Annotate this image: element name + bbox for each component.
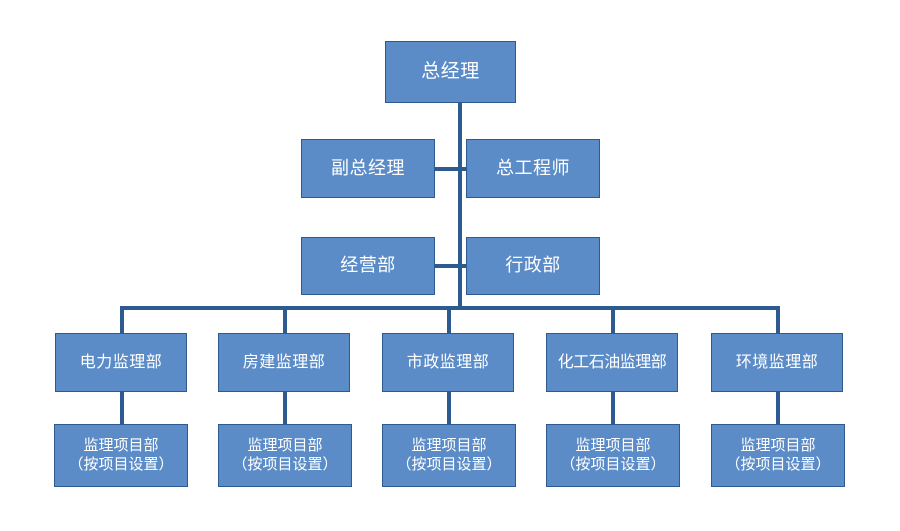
- node-building-supervision-department[interactable]: 房建监理部: [218, 333, 350, 392]
- node-municipal-supervision-department[interactable]: 市政监理部: [382, 333, 514, 392]
- connector-drop-environmental: [776, 306, 780, 333]
- node-label: 房建监理部: [242, 353, 326, 371]
- node-label: 总经理: [421, 61, 480, 83]
- connector-building-to-project: [283, 392, 287, 425]
- node-label: 电力监理部: [79, 353, 163, 371]
- node-label: 总工程师: [496, 157, 570, 178]
- connector-drop-building: [283, 306, 287, 333]
- node-label: 副总经理: [331, 157, 405, 178]
- node-label: 行政部: [505, 255, 561, 276]
- node-project-dept-4[interactable]: 监理项目部 （按项目设置）: [546, 424, 680, 487]
- node-label-line1: 监理项目部: [411, 437, 487, 455]
- connector-municipal-to-project: [447, 392, 451, 425]
- connector-chemical-to-project: [611, 392, 615, 425]
- node-project-dept-3[interactable]: 监理项目部 （按项目设置）: [382, 424, 516, 487]
- node-environmental-supervision-department[interactable]: 环境监理部: [711, 333, 843, 392]
- node-project-dept-5[interactable]: 监理项目部 （按项目设置）: [711, 424, 845, 487]
- node-power-supervision-department[interactable]: 电力监理部: [55, 333, 187, 392]
- connector-drop-chemical: [611, 306, 615, 333]
- node-label-line1: 监理项目部: [247, 437, 323, 455]
- node-label: 经营部: [340, 255, 396, 276]
- node-label: 市政监理部: [406, 353, 490, 371]
- node-label-line1: 监理项目部: [575, 437, 651, 455]
- node-project-dept-1[interactable]: 监理项目部 （按项目设置）: [54, 424, 188, 487]
- node-label-line2: （按项目设置）: [725, 455, 831, 473]
- node-label-line1: 监理项目部: [740, 437, 816, 455]
- node-label-line2: （按项目设置）: [560, 455, 666, 473]
- node-administration-department[interactable]: 行政部: [466, 237, 600, 295]
- connector-drop-power: [120, 306, 124, 333]
- connector-drop-municipal: [447, 306, 451, 333]
- node-chief-engineer[interactable]: 总工程师: [466, 139, 600, 198]
- node-operations-department[interactable]: 经营部: [301, 237, 435, 295]
- connector-environmental-to-project: [776, 392, 780, 425]
- connector-power-to-project: [120, 392, 124, 425]
- connector-trunk-main: [458, 103, 462, 310]
- node-label: 化工石油监理部: [557, 353, 667, 371]
- node-general-manager[interactable]: 总经理: [385, 41, 516, 103]
- node-label-line2: （按项目设置）: [232, 455, 338, 473]
- node-deputy-general-manager[interactable]: 副总经理: [301, 139, 435, 198]
- connector-stub-deputy-gm: [435, 167, 460, 171]
- node-label: 环境监理部: [735, 353, 819, 371]
- connector-stub-operations: [435, 264, 460, 268]
- node-label-line2: （按项目设置）: [396, 455, 502, 473]
- node-label-line1: 监理项目部: [83, 437, 159, 455]
- node-project-dept-2[interactable]: 监理项目部 （按项目设置）: [218, 424, 352, 487]
- node-chemical-petroleum-supervision-department[interactable]: 化工石油监理部: [546, 333, 678, 392]
- node-label-line2: （按项目设置）: [68, 455, 174, 473]
